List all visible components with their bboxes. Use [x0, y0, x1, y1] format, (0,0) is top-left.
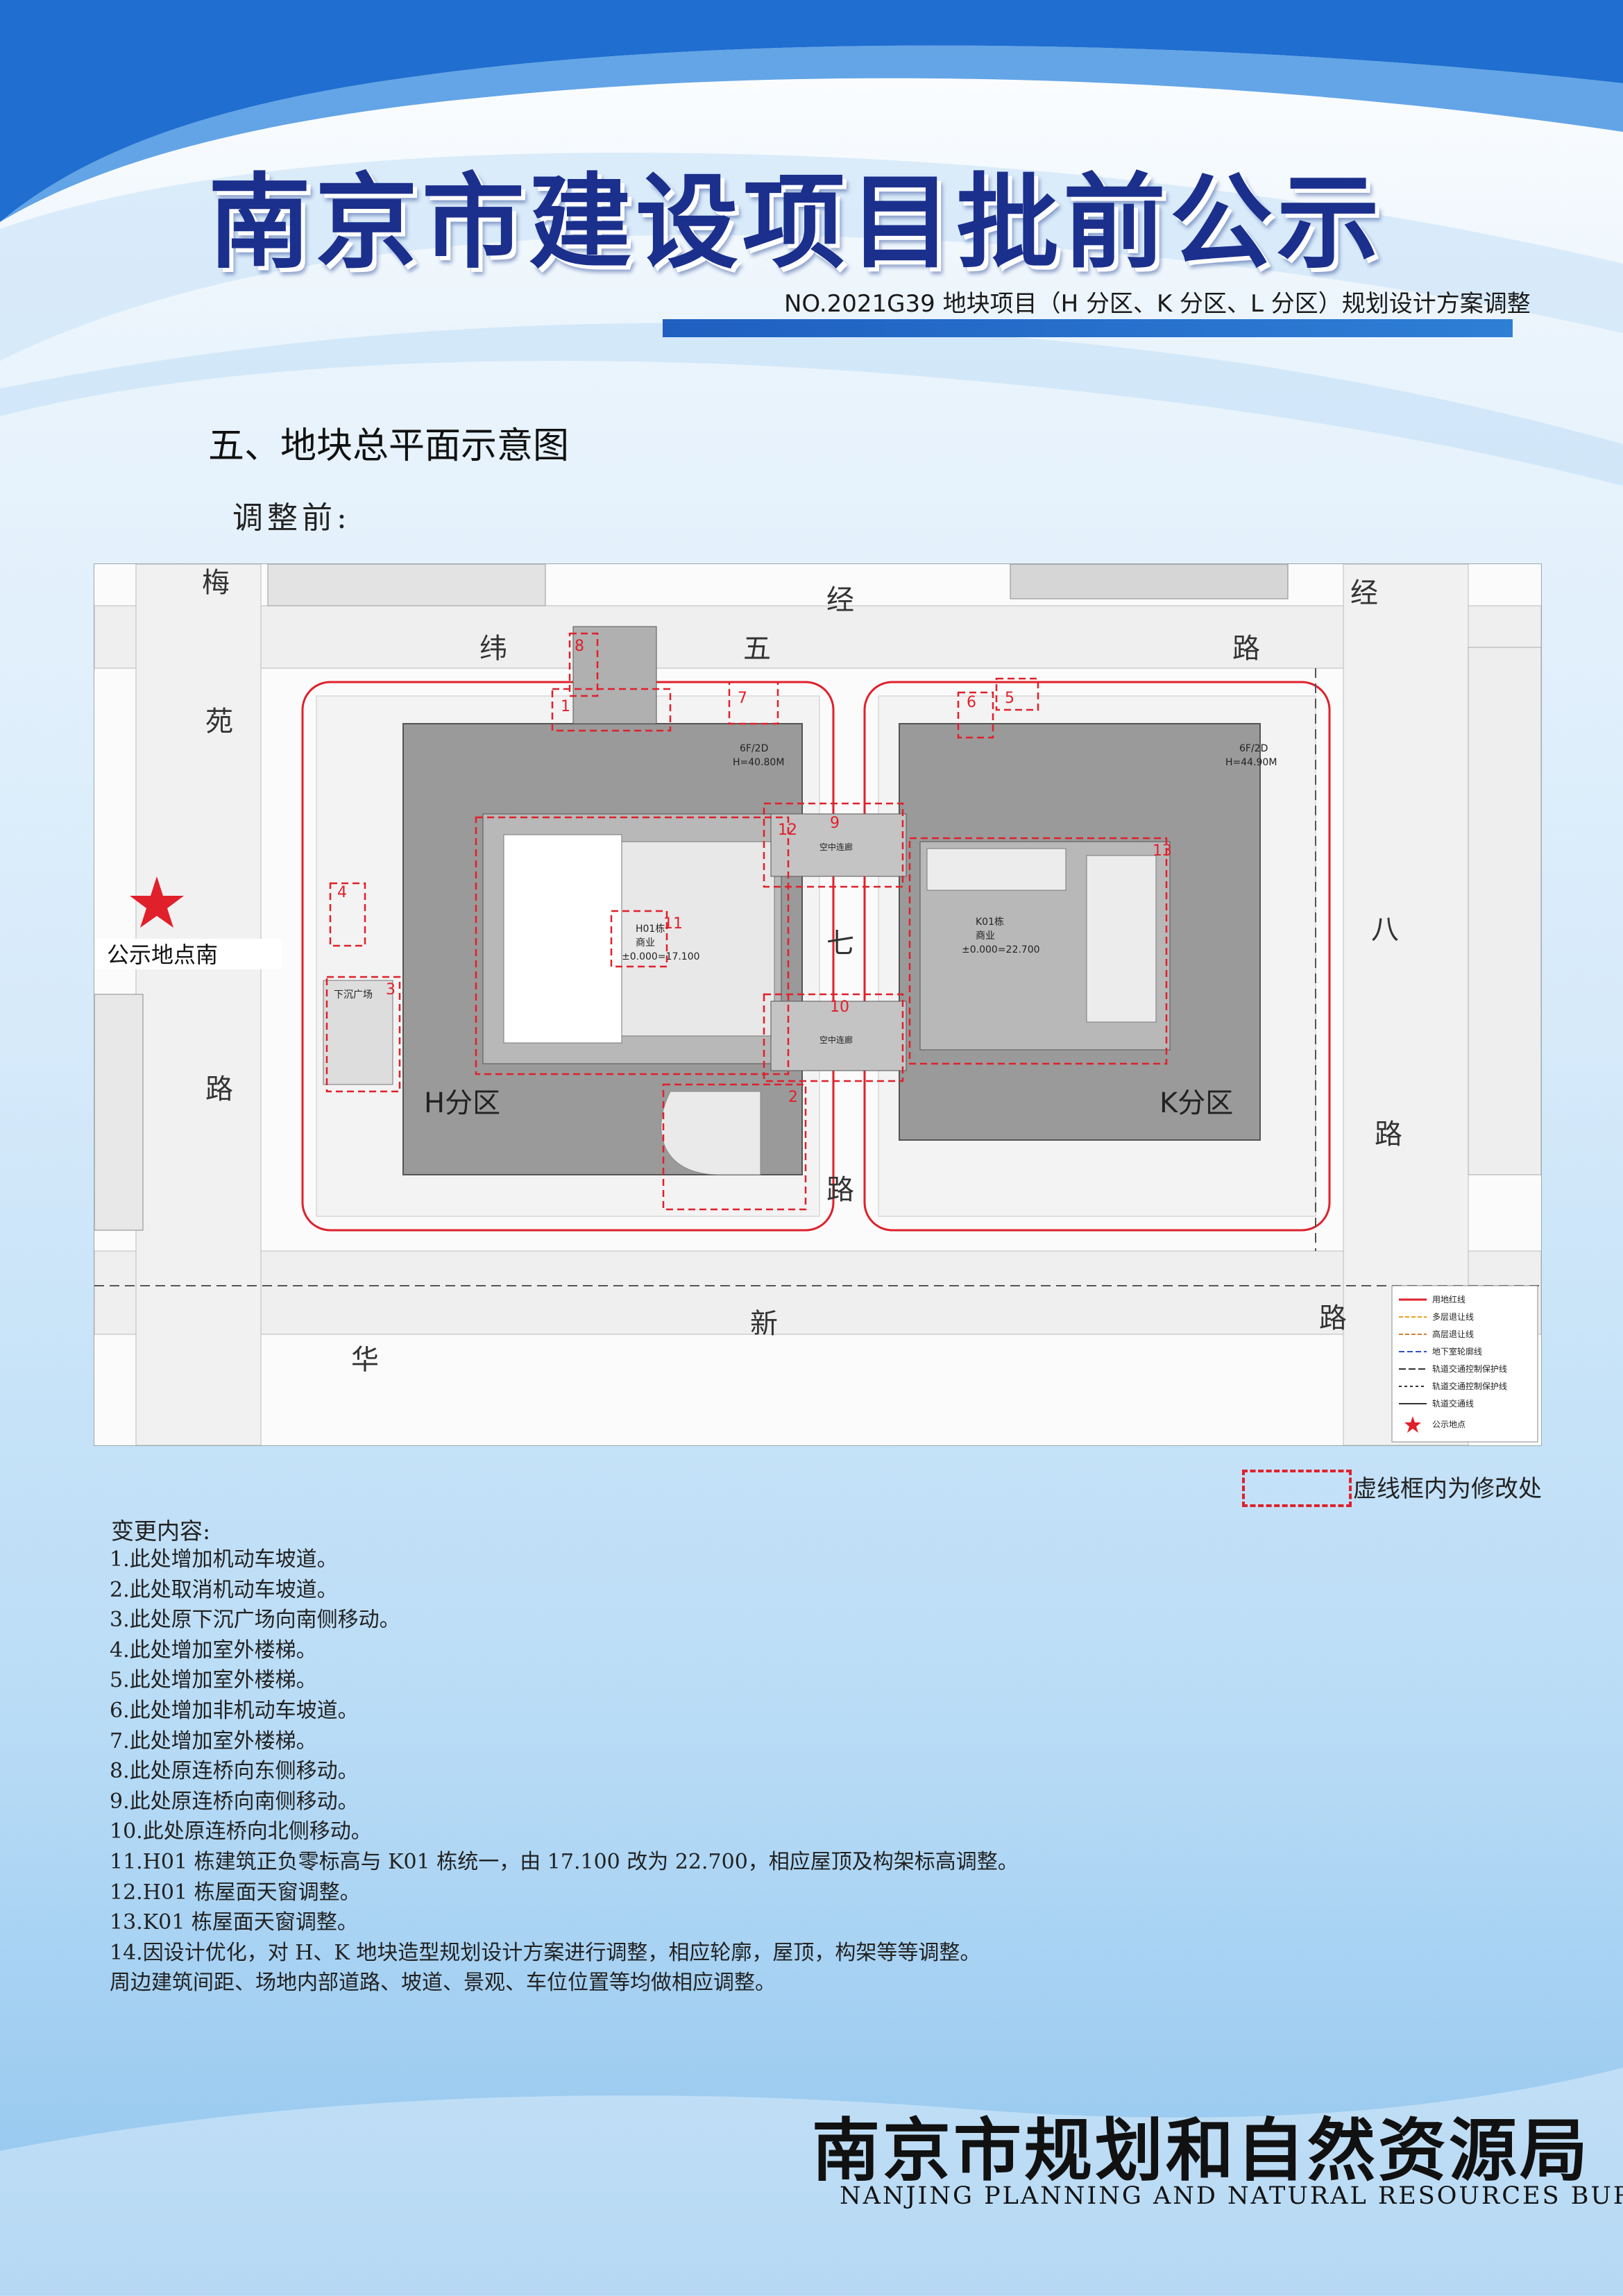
- dashed-frame-legend-icon: [1242, 1470, 1352, 1507]
- footer-org-en: NANJING PLANNING AND NATURAL RESOURCES B…: [840, 2182, 1623, 2210]
- change-item: 4.此处增加室外楼梯。: [110, 1638, 317, 1663]
- h-height: H=40.80M: [733, 757, 784, 768]
- road-char: 路: [1319, 1302, 1347, 1334]
- change-item: 3.此处原下沉广场向南侧移动。: [110, 1608, 400, 1633]
- road-char: 经: [826, 584, 854, 616]
- k-height: H=44.90M: [1225, 757, 1277, 768]
- marker-5: 5: [1005, 690, 1014, 707]
- road-char: 五: [743, 633, 771, 665]
- change-item: 14.因设计优化，对 H、K 地块造型规划设计方案进行调整，相应轮廓，屋顶，构架…: [110, 1940, 981, 1965]
- footer-org-cn: 南京市规划和自然资源局: [812, 2111, 1591, 2191]
- before-label: 调整前:: [232, 500, 351, 536]
- sky-bridge-9: [770, 813, 907, 877]
- bridge-label-10: 空中连廊: [819, 1035, 853, 1045]
- road-char: 新: [750, 1308, 778, 1340]
- road-char: 七: [826, 928, 854, 960]
- public-site-star-icon: [130, 876, 184, 928]
- legend-item: 公示地点: [1432, 1420, 1465, 1429]
- zone-h-label: H分区: [424, 1087, 500, 1119]
- marker-9: 9: [830, 815, 840, 832]
- building-k-elevation: ±0.000=22.700: [962, 944, 1040, 955]
- building-k-use: 商业: [976, 930, 995, 942]
- bridge-label-9: 空中连廊: [819, 842, 853, 852]
- building-h-elevation: ±0.000=17.100: [622, 951, 700, 962]
- plan-legend: [1391, 1285, 1538, 1443]
- change-item: 6.此处增加非机动车坡道。: [110, 1698, 359, 1723]
- road-char: 苑: [205, 706, 233, 738]
- changes-title: 变更内容:: [111, 1517, 211, 1545]
- marker-11: 11: [663, 915, 683, 933]
- zone-k-label: K分区: [1159, 1087, 1233, 1119]
- change-item: 1.此处增加机动车坡道。: [110, 1547, 338, 1572]
- change-item: 8.此处原连桥向东侧移动。: [110, 1759, 359, 1784]
- marker-7: 7: [738, 690, 747, 707]
- road-char: 路: [826, 1174, 854, 1206]
- section-title: 五、地块总平面示意图: [208, 425, 570, 467]
- site-plan-drawing: 1 2 3 4 5 6 7 8 9 10 11 12 13 梅 苑 路 纬 五 …: [94, 563, 1542, 1446]
- sky-bridge-10: [770, 1001, 907, 1071]
- footer-background: [0, 2068, 1623, 2296]
- building-h-name: H01栋: [636, 923, 665, 935]
- change-item: 2.此处取消机动车坡道。: [110, 1577, 338, 1602]
- legend-item: 多层退让线: [1432, 1312, 1474, 1322]
- road-char: 路: [205, 1073, 233, 1105]
- road-char: 梅: [202, 567, 230, 599]
- marker-3: 3: [386, 981, 396, 998]
- road-char: 经: [1350, 577, 1378, 609]
- road-char: 八: [1371, 914, 1399, 946]
- public-site-label: 公示地点南: [107, 942, 218, 968]
- change-item: 5.此处增加室外楼梯。: [110, 1668, 317, 1693]
- marker-4: 4: [337, 884, 347, 901]
- legend-item: 轨道交通控制保护线: [1432, 1363, 1507, 1374]
- marker-8: 8: [575, 638, 584, 655]
- road-char: 华: [351, 1344, 379, 1376]
- marker-1: 1: [561, 698, 570, 715]
- road-char: 路: [1232, 633, 1260, 665]
- legend-item: 轨道交通控制保护线: [1432, 1381, 1507, 1391]
- marker-6: 6: [967, 694, 976, 711]
- change-item: 10.此处原连桥向北侧移动。: [110, 1819, 372, 1844]
- road-char: 路: [1375, 1119, 1402, 1150]
- change-item: 11.H01 栋建筑正负零标高与 K01 栋统一，由 17.100 改为 22.…: [110, 1849, 1019, 1874]
- changes-list: 1.此处增加机动车坡道。 2.此处取消机动车坡道。 3.此处原下沉广场向南侧移动…: [110, 1545, 1567, 1998]
- project-subtitle: NO.2021G39 地块项目（H 分区、K 分区、L 分区）规划设计方案调整: [784, 290, 1531, 318]
- dashed-frame-note: 虚线框内为修改处: [1353, 1475, 1542, 1503]
- subtitle-underline: [663, 319, 1513, 337]
- marker-13: 13: [1153, 842, 1172, 860]
- change-item: 13.K01 栋屋面天窗调整。: [110, 1910, 358, 1935]
- building-k-name: K01栋: [976, 916, 1004, 928]
- legend-item: 用地红线: [1432, 1294, 1465, 1304]
- marker-10: 10: [830, 998, 849, 1016]
- legend-item: 地下室轮廓线: [1432, 1346, 1482, 1357]
- header-background: [0, 0, 1623, 486]
- road-char: 纬: [479, 633, 507, 665]
- change-item: 9.此处原连桥向南侧移动。: [110, 1789, 359, 1814]
- sunken-plaza-label: 下沉广场: [334, 989, 373, 1001]
- page-title: 南京市建设项目批前公示: [208, 162, 1384, 282]
- change-item: 7.此处增加室外楼梯。: [110, 1728, 317, 1753]
- h-floors: 6F/2D: [740, 743, 768, 754]
- marker-2: 2: [788, 1089, 798, 1106]
- legend-item: 轨道交通线: [1432, 1398, 1474, 1409]
- change-item: 周边建筑间距、场地内部道路、坡道、景观、车位位置等均做相应调整。: [110, 1971, 776, 1996]
- legend-item: 高层退让线: [1432, 1329, 1474, 1339]
- building-h-use: 商业: [636, 937, 655, 949]
- marker-12: 12: [778, 822, 797, 839]
- k-floors: 6F/2D: [1239, 743, 1268, 754]
- site-plan-svg: 1 2 3 4 5 6 7 8 9 10 11 12 13 梅 苑 路 纬 五 …: [94, 564, 1541, 1445]
- change-item: 12.H01 栋屋面天窗调整。: [110, 1880, 361, 1905]
